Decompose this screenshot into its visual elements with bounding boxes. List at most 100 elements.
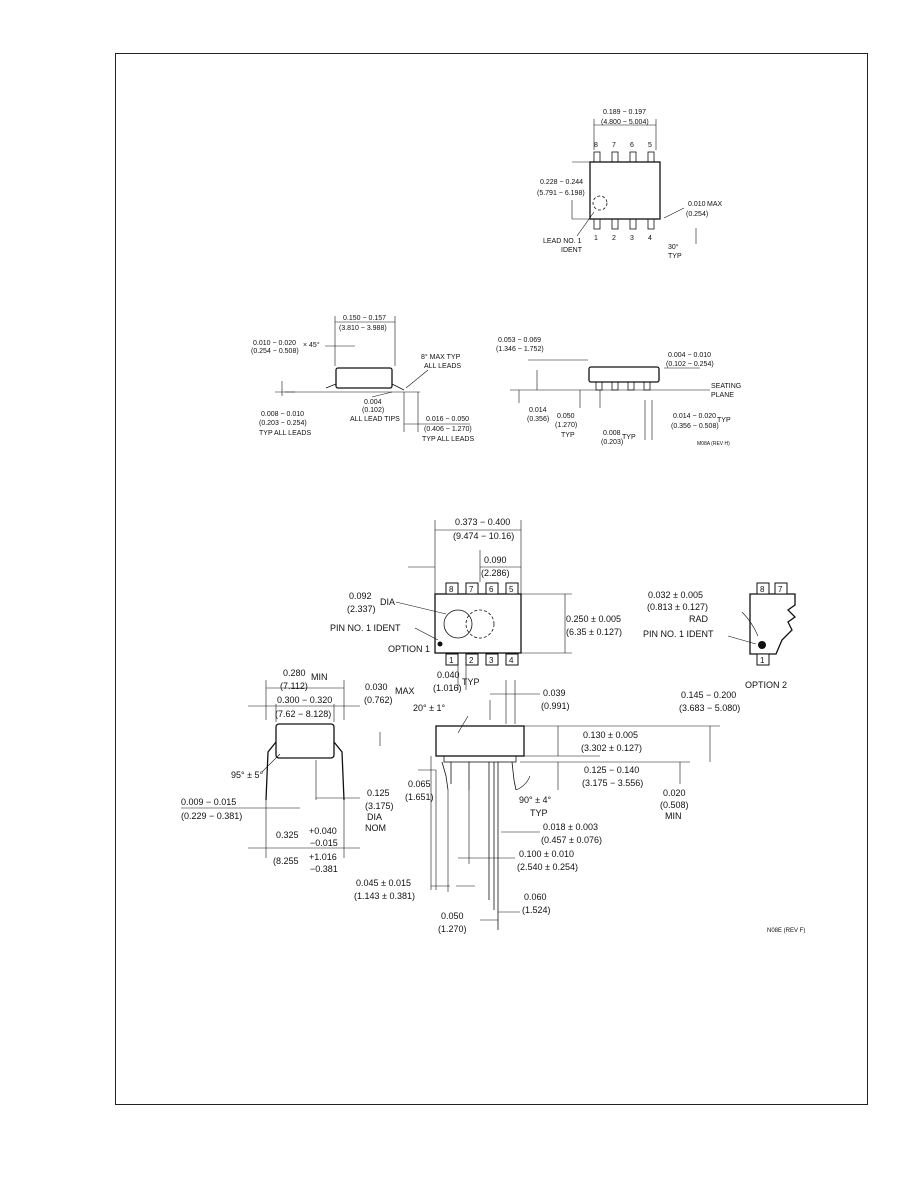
dim-label: 0.053 − 0.069 [498, 337, 541, 344]
dim-label: 0.008 − 0.010 [261, 411, 304, 418]
dim-label: (1.016) [433, 683, 462, 693]
dim-label: MAX [707, 201, 723, 208]
dim-label: MIN [311, 672, 328, 682]
dim-label: 0.145 − 0.200 [681, 690, 736, 700]
dim-label: (0.102 − 0.254) [666, 361, 714, 368]
soic-front-body [588, 366, 660, 383]
dim-label: NOM [365, 823, 386, 833]
pin1-ident-label: PIN NO. 1 IDENT [643, 629, 714, 639]
dim-label: TYP [530, 808, 548, 818]
dim-label: (8.255 [273, 856, 299, 866]
pin-number: 7 [778, 585, 783, 594]
dim-label: 0.100 ± 0.010 [519, 849, 574, 859]
dip-body-outline [434, 593, 522, 654]
pin-number: 8 [449, 585, 454, 594]
dim-label: (0.254 − 0.508) [251, 348, 299, 355]
pin1-ident-dot [758, 641, 766, 649]
dim-label: 0.045 ± 0.015 [356, 878, 411, 888]
pin-number: 1 [594, 235, 598, 242]
pin-number: 3 [630, 235, 634, 242]
dim-label: 0.016 − 0.050 [426, 416, 469, 423]
dim-label: 0.300 − 0.320 [277, 695, 332, 705]
dim-label: TYP ALL LEADS [259, 430, 311, 437]
pin [611, 151, 619, 163]
dim-label: TYP ALL LEADS [422, 436, 474, 443]
dim-label: (9.474 − 10.16) [453, 531, 514, 541]
dim-label: −0.015 [310, 838, 338, 848]
pin-number: 1 [449, 656, 454, 665]
dip-front-view: 20° ± 1° 0.039 (0.991) 0.145 − 0.200 (3.… [354, 680, 805, 934]
pin [647, 218, 655, 230]
dim-label: (6.35 ± 0.127) [566, 627, 622, 637]
dim-label: 0.040 [437, 670, 460, 680]
dim-label: (3.810 − 3.988) [339, 325, 387, 332]
dim-label: +1.016 [309, 852, 337, 862]
dim-label: (1.270) [438, 924, 467, 934]
dim-label: 0.014 − 0.020 [673, 413, 716, 420]
dim-label: (7.62 − 8.128) [275, 709, 331, 719]
dim-label: 0.039 [543, 688, 566, 698]
dim-label: (3.175) [365, 801, 394, 811]
pin [593, 218, 601, 230]
dim-label: 0.032 ± 0.005 [648, 590, 703, 600]
dim-label: × 45° [303, 341, 320, 349]
dim-label: 0.050 [557, 413, 575, 420]
page-border [115, 53, 868, 1105]
drawing-code: N08E (REV F) [767, 928, 805, 934]
pin-number: 5 [509, 585, 514, 594]
pin-number: 6 [630, 142, 634, 149]
dim-label: 0.010 − 0.020 [253, 340, 296, 347]
dim-label: 0.060 [524, 892, 547, 902]
dim-label: ALL LEAD TIPS [350, 416, 400, 423]
dim-label: (3.302 ± 0.127) [581, 743, 642, 753]
dim-label: 0.030 [365, 682, 388, 692]
pin [647, 151, 655, 163]
dim-label: (0.991) [541, 701, 570, 711]
pin-number: 6 [489, 585, 494, 594]
dim-label: TYP [462, 677, 480, 687]
dim-label: −0.381 [310, 864, 338, 874]
dim-label: (7.112) [280, 681, 308, 691]
dim-label: (1.651) [405, 792, 434, 802]
soic-front-view: 0.053 − 0.069 (1.346 − 1.752) 0.004 − 0.… [496, 337, 741, 447]
seating-plane-label: SEATING [711, 383, 741, 390]
option-dimple [465, 609, 495, 639]
pin-number: 7 [469, 585, 474, 594]
dim-label: (2.540 ± 0.254) [517, 862, 578, 872]
dip-end-view: 0.280 MIN (7.112) 0.300 − 0.320 (7.62 − … [181, 668, 415, 874]
pin-number: 8 [594, 142, 598, 149]
dim-label: +0.040 [309, 826, 337, 836]
dim-label: 0.250 ± 0.005 [566, 614, 621, 624]
dip-top-view: 8 7 6 5 1 2 3 4 0.373 − 0.400 (9.474 − 1… [330, 517, 622, 693]
dim-label: (1.524) [522, 905, 551, 915]
lead1-ident-label: IDENT [561, 247, 583, 254]
dim-label: 95° ± 5° [231, 770, 264, 780]
dim-label: 0.014 [529, 407, 547, 414]
dim-label: 0.125 − 0.140 [584, 765, 639, 775]
dim-label: (0.762) [364, 695, 393, 705]
dim-label: 0.373 − 0.400 [455, 517, 510, 527]
dim-label: (0.203) [601, 439, 623, 446]
dim-label: 0.020 [663, 788, 686, 798]
pin [629, 151, 637, 163]
dim-label: 8° MAX TYP [421, 353, 461, 361]
dim-label: DIA [380, 597, 395, 607]
dim-label: 0.130 ± 0.005 [583, 730, 638, 740]
dim-label: 0.189 − 0.197 [603, 109, 646, 116]
seating-plane-label: PLANE [711, 392, 734, 399]
dim-label: (0.508) [660, 800, 689, 810]
dip-front-body [435, 725, 525, 757]
pin-number: 5 [648, 142, 652, 149]
dim-label: 0.325 [276, 830, 299, 840]
pin1-dimple [443, 609, 473, 639]
dim-label: 0.004 − 0.010 [668, 352, 711, 359]
dim-label: (2.286) [481, 568, 510, 578]
pin [611, 218, 619, 230]
pin-number: 4 [509, 656, 514, 665]
dim-label: (0.356) [527, 416, 549, 423]
dim-label: (1.143 ± 0.381) [354, 891, 415, 901]
option-label: OPTION 1 [388, 644, 430, 654]
dim-label: (0.457 ± 0.076) [541, 835, 602, 845]
soic-top-view: 8 7 6 5 1 2 3 4 0.189 − 0.197 (4.800 − 5… [537, 109, 723, 260]
